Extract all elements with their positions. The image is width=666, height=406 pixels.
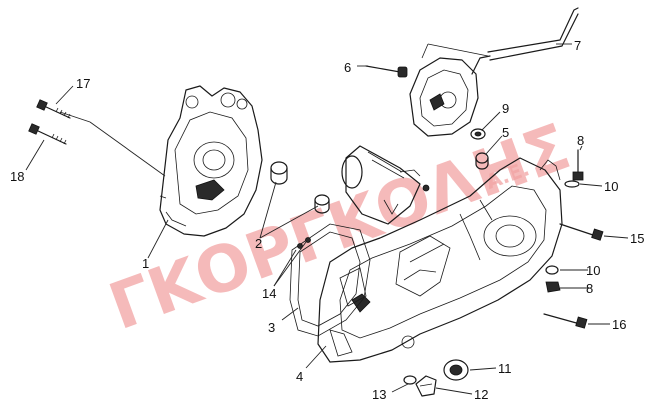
callout-18: 18 [10, 169, 24, 184]
washer-13 [403, 375, 417, 385]
nut-8-lower [545, 281, 561, 293]
callout-13: 13 [372, 387, 386, 402]
callout-6: 6 [344, 60, 351, 75]
bolt-8-upper [572, 149, 584, 181]
callout-8-upper: 8 [577, 133, 584, 148]
callout-16: 16 [612, 317, 626, 332]
callouts: 17 18 1 2 14 3 4 6 7 9 5 8 10 15 10 8 16… [10, 38, 644, 402]
callout-8-lower: 8 [586, 281, 593, 296]
gasket [289, 223, 371, 337]
callout-7: 7 [574, 38, 581, 53]
ring-5 [475, 152, 489, 170]
drain-plug-12 [415, 375, 437, 397]
left-crankcase-half [159, 85, 263, 237]
callout-3: 3 [268, 320, 275, 335]
screw-6 [365, 65, 408, 78]
callout-17: 17 [76, 76, 90, 91]
callout-14: 14 [262, 286, 276, 301]
ring-9 [470, 128, 486, 140]
callout-15: 15 [630, 231, 644, 246]
starter-motor [341, 145, 430, 225]
side-cover [409, 57, 479, 137]
callout-1: 1 [142, 256, 149, 271]
bolt-16 [543, 313, 588, 329]
callout-11: 11 [498, 361, 512, 376]
callout-10-lower: 10 [586, 263, 600, 278]
washer-10-lower [545, 265, 559, 275]
callout-9: 9 [502, 101, 509, 116]
leader-lines [25, 43, 629, 395]
bracket-7 [421, 43, 489, 59]
bolt-18 [28, 123, 67, 145]
breather-pipe-7 [471, 7, 579, 75]
dowel-pin-2a [270, 161, 288, 185]
bolt-15 [559, 223, 604, 241]
callout-12: 12 [474, 387, 488, 402]
dowel-pin-2b [314, 194, 330, 214]
right-crankcase-half [317, 157, 563, 363]
washer-10-upper [564, 180, 580, 188]
callout-5: 5 [502, 125, 509, 140]
callout-4: 4 [296, 369, 303, 384]
bolt-17 [36, 99, 71, 119]
oil-seal-11 [443, 359, 469, 381]
callout-2: 2 [255, 236, 262, 251]
callout-10-upper: 10 [604, 179, 618, 194]
